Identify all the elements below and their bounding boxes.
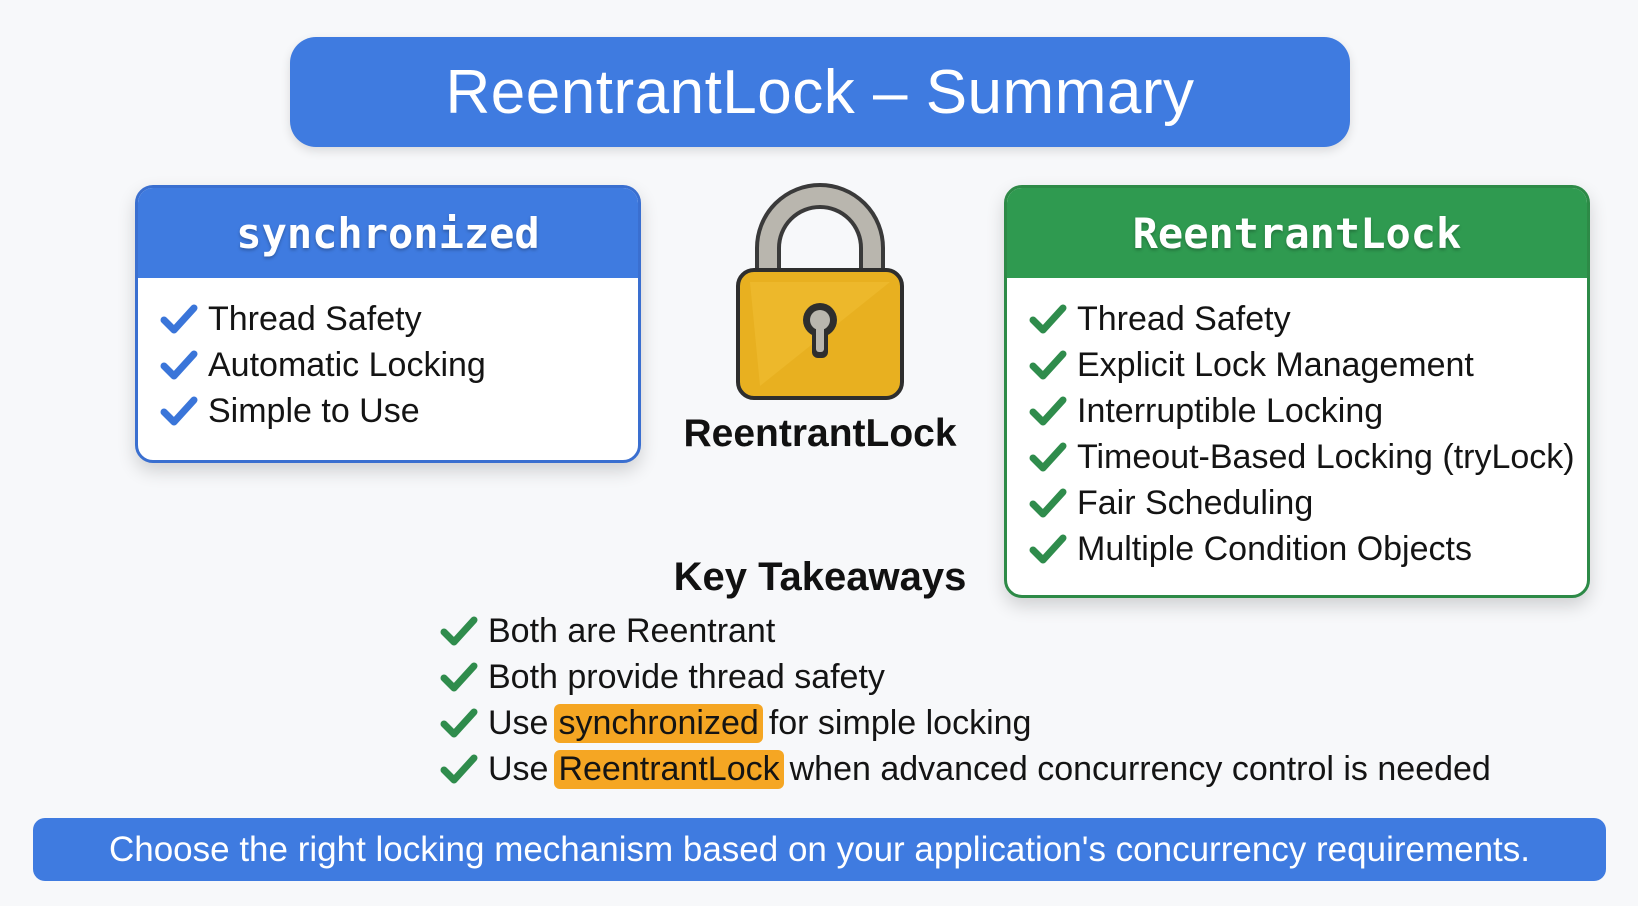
- list-item: Both provide thread safety: [440, 654, 1491, 700]
- conclusion-banner: Choose the right locking mechanism based…: [33, 818, 1606, 881]
- list-item: Interruptible Locking: [1029, 388, 1587, 434]
- checkmark-icon: [1029, 350, 1067, 380]
- checkmark-icon: [440, 616, 478, 646]
- lock-caption: ReentrantLock: [683, 412, 957, 455]
- key-takeaways-title: Key Takeaways: [673, 555, 967, 599]
- padlock-icon: [730, 178, 910, 408]
- reentrantlock-card-header: ReentrantLock: [1007, 188, 1587, 278]
- takeaway-text: Use: [488, 749, 549, 788]
- checkmark-icon: [160, 304, 198, 334]
- list-item-label: Fair Scheduling: [1077, 483, 1314, 522]
- synchronized-feature-list: Thread Safety Automatic Locking Simple t…: [138, 278, 638, 434]
- list-item-label: Interruptible Locking: [1077, 391, 1384, 430]
- highlighted-keyword: synchronized: [554, 703, 763, 743]
- synchronized-card: synchronized Thread Safety Automatic Loc…: [135, 185, 641, 463]
- list-item: Use synchronized for simple locking: [440, 700, 1491, 746]
- list-item-label: Automatic Locking: [208, 345, 486, 384]
- checkmark-icon: [440, 662, 478, 692]
- list-item: Multiple Condition Objects: [1029, 526, 1587, 572]
- takeaway-text: when advanced concurrency control is nee…: [789, 749, 1491, 788]
- checkmark-icon: [440, 754, 478, 784]
- list-item: Both are Reentrant: [440, 608, 1491, 654]
- synchronized-card-header: synchronized: [138, 188, 638, 278]
- checkmark-icon: [1029, 396, 1067, 426]
- list-item: Thread Safety: [160, 296, 638, 342]
- key-takeaways-list: Both are Reentrant Both provide thread s…: [440, 608, 1491, 792]
- takeaway-text: for simple locking: [768, 703, 1032, 742]
- list-item: Thread Safety: [1029, 296, 1587, 342]
- title-banner: ReentrantLock – Summary: [290, 37, 1350, 147]
- checkmark-icon: [1029, 304, 1067, 334]
- takeaway-text: Both provide thread safety: [488, 657, 885, 696]
- reentrantlock-feature-list: Thread Safety Explicit Lock Management I…: [1007, 278, 1587, 572]
- checkmark-icon: [440, 708, 478, 738]
- list-item-label: Thread Safety: [208, 299, 422, 338]
- list-item: Timeout-Based Locking (tryLock): [1029, 434, 1587, 480]
- list-item: Automatic Locking: [160, 342, 638, 388]
- list-item-label: Multiple Condition Objects: [1077, 529, 1472, 568]
- list-item-label: Simple to Use: [208, 391, 420, 430]
- list-item: Simple to Use: [160, 388, 638, 434]
- reentrantlock-card: ReentrantLock Thread Safety Explicit Loc…: [1004, 185, 1590, 598]
- takeaway-text: Both are Reentrant: [488, 611, 776, 650]
- list-item: Use ReentrantLock when advanced concurre…: [440, 746, 1491, 792]
- checkmark-icon: [160, 350, 198, 380]
- checkmark-icon: [1029, 488, 1067, 518]
- checkmark-icon: [1029, 534, 1067, 564]
- checkmark-icon: [160, 396, 198, 426]
- list-item: Fair Scheduling: [1029, 480, 1587, 526]
- list-item-label: Explicit Lock Management: [1077, 345, 1474, 384]
- list-item: Explicit Lock Management: [1029, 342, 1587, 388]
- checkmark-icon: [1029, 442, 1067, 472]
- highlighted-keyword: ReentrantLock: [554, 749, 784, 789]
- list-item-label: Thread Safety: [1077, 299, 1291, 338]
- list-item-label: Timeout-Based Locking (tryLock): [1077, 437, 1575, 476]
- takeaway-text: Use: [488, 703, 549, 742]
- slide-title: ReentrantLock – Summary: [445, 57, 1195, 127]
